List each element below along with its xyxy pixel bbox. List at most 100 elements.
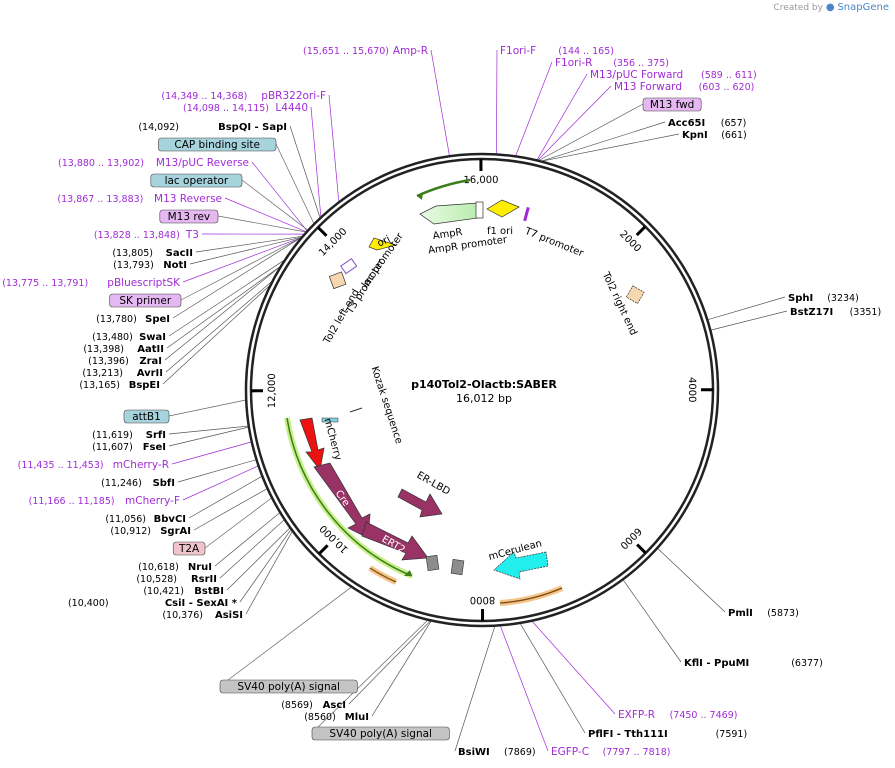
label-position: (6377) xyxy=(791,658,823,669)
label-position: (13,775 .. 13,791) xyxy=(2,278,88,289)
restriction-site-bstz17i[interactable]: BstZ17I(3351) xyxy=(790,307,881,318)
feature-tag-m13-fwd[interactable]: M13 fwd xyxy=(642,97,702,112)
leader-line xyxy=(224,197,306,232)
feature-tag-sk-primer[interactable]: SK primer xyxy=(109,293,182,308)
restriction-site-acc65i[interactable]: Acc65I(657) xyxy=(668,118,746,129)
plasmid-length: 16,012 bp xyxy=(456,392,512,405)
primer-f1ori-f[interactable]: F1ori-F(144 .. 165) xyxy=(500,45,614,57)
restriction-site-sbfi[interactable]: SbfI(11,246) xyxy=(101,478,175,489)
feature-er-lbd[interactable]: ER-LBD xyxy=(397,470,452,518)
feature-tag-box xyxy=(109,293,182,308)
label-position: (11,607) xyxy=(92,442,133,453)
restriction-site-asci[interactable]: AscI(8569) xyxy=(281,700,346,711)
tol2-left-end-box xyxy=(328,271,347,290)
leader-line xyxy=(189,236,301,265)
label-name: mCherry-R xyxy=(113,459,169,471)
feature-tol2-right-end[interactable]: Tol2 right end xyxy=(599,270,645,338)
tick-label: 8000 xyxy=(470,594,495,605)
leader-line xyxy=(515,61,553,156)
restriction-site-bspei[interactable]: BspEI(13,165) xyxy=(79,380,160,391)
label-position: (13,165) xyxy=(79,380,120,391)
feature-t7-promoter[interactable]: T7 promoter xyxy=(522,206,586,260)
feature-tag-sv40-poly-a-signal[interactable]: SV40 poly(A) signal xyxy=(219,679,358,694)
restriction-site-kpni[interactable]: KpnI(661) xyxy=(682,130,747,141)
primer-m13-forward[interactable]: M13 Forward(603 .. 620) xyxy=(614,81,754,93)
primer-t3[interactable]: T3(13,828 .. 13,848) xyxy=(94,229,199,241)
label-position: (13,480) xyxy=(92,332,133,343)
restriction-site-srfi[interactable]: SrfI(11,619) xyxy=(92,430,166,441)
feature-tag-sv40-poly-a-signal[interactable]: SV40 poly(A) signal xyxy=(311,726,450,741)
restriction-site-pflfi-tth111i[interactable]: PflFI - Tth111I(7591) xyxy=(588,729,747,740)
tick-mark xyxy=(636,543,647,555)
restriction-site-spei[interactable]: SpeI(13,780) xyxy=(96,314,170,325)
primer-pbluescriptsk[interactable]: pBluescriptSK (13,775 .. 13,791) xyxy=(2,277,181,289)
restriction-site-mlui[interactable]: MluI(8560) xyxy=(304,712,369,723)
leader-line xyxy=(195,236,302,253)
restriction-site-bsiwi[interactable]: BsiWI(7869) xyxy=(458,747,536,758)
restriction-site-asisi[interactable]: AsiSI(10,376) xyxy=(162,610,243,621)
ori-arrow xyxy=(368,237,398,251)
restriction-site-csii-sexai[interactable]: CsiI - SexAI *(10,400) xyxy=(68,598,238,609)
label-name: PflFI - Tth111I xyxy=(588,729,668,740)
tick-mark xyxy=(318,544,329,555)
restriction-site-bbvci[interactable]: BbvCI(11,056) xyxy=(105,514,186,525)
restriction-site-sacii[interactable]: SacII(13,805) xyxy=(112,248,193,259)
primer-f1ori-r[interactable]: F1ori-R(356 .. 375) xyxy=(555,57,669,69)
mcherry-label: mCherry xyxy=(322,417,344,462)
label-position: (14,092) xyxy=(138,122,179,133)
label-position: (13,398) xyxy=(83,344,124,355)
restriction-site-sphi[interactable]: SphI(3234) xyxy=(788,293,859,304)
label-name: mCherry-F xyxy=(125,495,180,507)
feature-tag-label: CAP binding site xyxy=(174,139,260,151)
feature-tag-lac-operator[interactable]: lac operator xyxy=(150,173,243,188)
feature-mcerulean[interactable]: mCerulean xyxy=(487,538,549,580)
feature-ori[interactable]: ori xyxy=(368,234,398,251)
restriction-site-rsrii[interactable]: RsrII(10,528) xyxy=(136,574,217,585)
primer-amp-r[interactable]: Amp-R(15,651 .. 15,670) xyxy=(303,45,428,57)
restriction-site-bspqi-sapi[interactable]: BspQI - SapI (14,092) xyxy=(138,122,287,133)
label-name: ZraI xyxy=(139,356,162,367)
label-name: BspQI - SapI xyxy=(218,122,287,133)
primer-egfp-c[interactable]: EGFP-C(7797 .. 7818) xyxy=(551,746,670,758)
restriction-site-swai[interactable]: SwaI(13,480) xyxy=(92,332,166,343)
restriction-site-kfli-ppumi[interactable]: KflI - PpuMI(6377) xyxy=(684,658,823,669)
label-name: FseI xyxy=(143,442,166,453)
primer-exfp-r[interactable]: EXFP-R(7450 .. 7469) xyxy=(618,709,737,721)
label-name: SrfI xyxy=(146,430,166,441)
primer-m13-reverse[interactable]: M13 Reverse(13,867 .. 13,883) xyxy=(57,193,222,205)
restriction-site-pmli[interactable]: PmlI(5873) xyxy=(728,608,799,619)
feature-tag-label: SK primer xyxy=(119,295,171,307)
label-position: (15,651 .. 15,670) xyxy=(303,46,389,57)
primer-mcherry-f[interactable]: mCherry-F(11,166 .. 11,185) xyxy=(29,495,180,507)
feature-tag-label: SV40 poly(A) signal xyxy=(237,681,340,693)
feature-tag-attb1[interactable]: attB1 xyxy=(123,409,170,424)
feature-ampr[interactable]: AmpR AmpR promoter xyxy=(416,178,509,257)
mcerulean-arrow xyxy=(493,551,549,580)
feature-tag-cap-binding-site[interactable]: CAP binding site xyxy=(158,137,277,152)
restriction-site-avrii[interactable]: AvrII(13,213) xyxy=(82,368,163,379)
primer-pbr322ori-f[interactable]: pBR322ori-F(14,349 .. 14,368) xyxy=(161,90,326,102)
feature-tag-m13-rev[interactable]: M13 rev xyxy=(159,209,219,224)
restriction-site-noti[interactable]: NotI(13,793) xyxy=(113,260,187,271)
primer-mcherry-r[interactable]: mCherry-R(11,435 .. 11,453) xyxy=(18,459,169,471)
primer-m13-puc-forward[interactable]: M13/pUC Forward(589 .. 611) xyxy=(590,69,757,81)
restriction-site-fsei[interactable]: FseI (11,607) xyxy=(92,442,166,453)
label-position: (14,098 .. 14,115) xyxy=(183,103,269,114)
feature-kozak-sequence[interactable]: Kozak sequence xyxy=(349,365,404,445)
restriction-site-zrai[interactable]: ZraI(13,396) xyxy=(88,356,162,367)
restriction-site-nrui[interactable]: NruI(10,618) xyxy=(138,562,212,573)
primer-m13-puc-reverse[interactable]: M13/pUC Reverse(13,880 .. 13,902) xyxy=(58,157,249,169)
restriction-site-sgrai[interactable]: SgrAI(10,912) xyxy=(110,526,191,537)
feature-mcherry[interactable]: mCherry xyxy=(299,417,344,471)
tick-label: 12,000 xyxy=(267,373,278,408)
tol2-right-end-box xyxy=(625,285,645,305)
label-name: pBluescriptSK xyxy=(107,277,181,289)
restriction-site-aatii[interactable]: AatII(13,398) xyxy=(83,344,164,355)
restriction-site-bstbi[interactable]: BstBI(10,421) xyxy=(143,586,224,597)
label-name: M13 Forward xyxy=(614,81,682,93)
leader-line xyxy=(708,296,786,320)
primer-l4440[interactable]: L4440(14,098 .. 14,115) xyxy=(183,102,308,114)
feature-tag-t2a[interactable]: T2A xyxy=(172,541,206,556)
feature-f1-ori[interactable]: f1 ori xyxy=(486,199,520,237)
label-position: (10,912) xyxy=(110,526,151,537)
